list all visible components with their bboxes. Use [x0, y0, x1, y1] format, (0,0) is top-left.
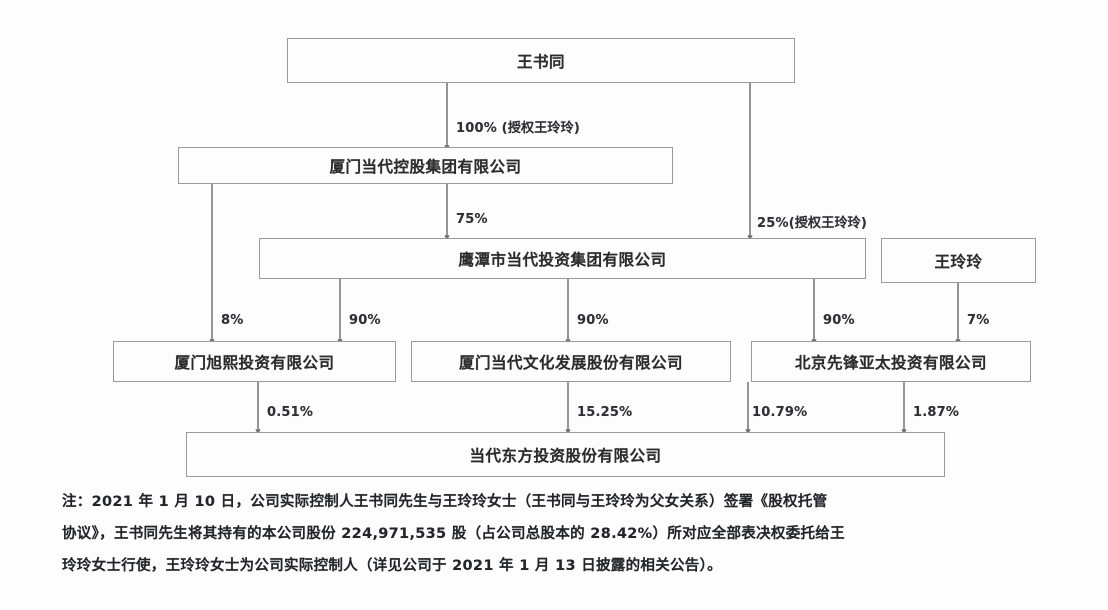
edge-label-8pct: 8% — [221, 313, 244, 328]
node-beijing-xianfeng[interactable]: 北京先锋亚太投资有限公司 — [751, 341, 1031, 382]
edge-label-25pct: 25%(授权王玲玲) — [757, 216, 867, 231]
node-xiamen-xuxi[interactable]: 厦门旭熙投资有限公司 — [113, 341, 396, 382]
edge-label-75pct: 75% — [456, 212, 488, 227]
node-label: 北京先锋亚太投资有限公司 — [794, 353, 987, 372]
node-label: 厦门旭熙投资有限公司 — [174, 353, 335, 372]
footnote-block: 注：2021 年 1 月 10 日，公司实际控制人王书同先生与王玲玲女士（王书同… — [62, 486, 1074, 582]
node-label: 王玲玲 — [934, 252, 983, 271]
node-dangdai-dongfang[interactable]: 当代东方投资股份有限公司 — [186, 432, 945, 477]
node-xiamen-dangdai-culture[interactable]: 厦门当代文化发展股份有限公司 — [411, 341, 731, 382]
node-yingtan-dangdai-invest[interactable]: 鹰潭市当代投资集团有限公司 — [259, 238, 866, 279]
node-wangshutong[interactable]: 王书同 — [287, 38, 795, 83]
edge-label-051pct: 0.51% — [267, 405, 314, 420]
edge-label-90pct-xuxi: 90% — [349, 313, 381, 328]
edge-label-100pct: 100% (授权王玲玲) — [456, 121, 580, 136]
node-label: 鹰潭市当代投资集团有限公司 — [458, 250, 667, 269]
footnote-line-3: 玲玲女士行使，王玲玲女士为公司实际控制人（详见公司于 2021 年 1 月 13… — [62, 558, 722, 574]
node-label: 厦门当代文化发展股份有限公司 — [458, 353, 683, 372]
node-label: 厦门当代控股集团有限公司 — [329, 157, 522, 176]
footnote-line-1: 注：2021 年 1 月 10 日，公司实际控制人王书同先生与王玲玲女士（王书同… — [62, 494, 828, 510]
node-label: 当代东方投资股份有限公司 — [469, 446, 662, 465]
node-wanglingling[interactable]: 王玲玲 — [881, 238, 1036, 283]
edge-label-90pct-culture: 90% — [577, 313, 609, 328]
edge-label-90pct-xianfeng: 90% — [823, 313, 855, 328]
node-label: 王书同 — [516, 52, 565, 71]
footnote-line-2: 协议》，王书同先生将其持有的本公司股份 224,971,535 股（占公司总股本… — [62, 526, 845, 542]
node-xiamen-dangdai-holding[interactable]: 厦门当代控股集团有限公司 — [178, 147, 673, 184]
edge-label-1525pct: 15.25% — [577, 405, 633, 420]
edge-label-1079pct: 10.79% — [752, 405, 808, 420]
edge-label-187pct: 1.87% — [913, 405, 960, 420]
edge-label-7pct: 7% — [967, 313, 990, 328]
